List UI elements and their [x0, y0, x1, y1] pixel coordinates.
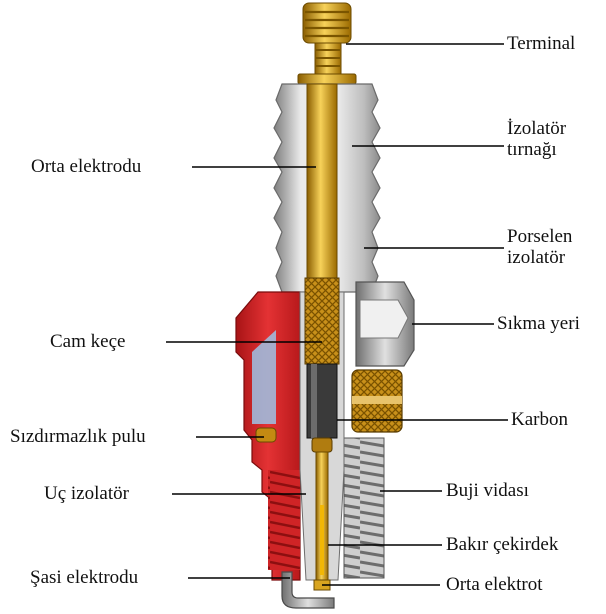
label-porselen-izolator-line2: izolatör: [507, 247, 565, 268]
hex-clamp: [356, 282, 414, 366]
label-orta-elektrot: Orta elektrot: [446, 574, 543, 596]
label-uc-izolator: Uç izolatör: [44, 483, 129, 505]
label-terminal: Terminal: [507, 33, 575, 55]
sealing-washer: [256, 428, 276, 442]
label-sizdirmazlik-pulu: Sızdırmazlık pulu: [10, 426, 146, 448]
label-sasi-elektrodu: Şasi elektrodu: [30, 567, 138, 589]
label-izolator-tirnagi-line1: İzolatör: [507, 118, 566, 139]
label-cam-kece: Cam keçe: [50, 331, 125, 353]
label-karbon: Karbon: [511, 409, 568, 431]
center-electrode-rod: [307, 84, 337, 284]
plug-thread: [344, 438, 384, 578]
carbon-resistor: [307, 364, 337, 438]
label-bakir-cekirdek: Bakır çekirdek: [446, 534, 558, 556]
knurled-collar: [352, 370, 402, 432]
label-sikma-yeri: Sıkma yeri: [497, 313, 580, 335]
label-izolator-tirnagi-line2: tırnağı: [507, 139, 557, 160]
label-orta-elektrodu: Orta elektrodu: [31, 156, 141, 178]
label-buji-vidasi: Buji vidası: [446, 480, 529, 502]
glass-seal: [305, 278, 339, 364]
label-porselen-izolator-line1: Porselen: [507, 226, 572, 247]
